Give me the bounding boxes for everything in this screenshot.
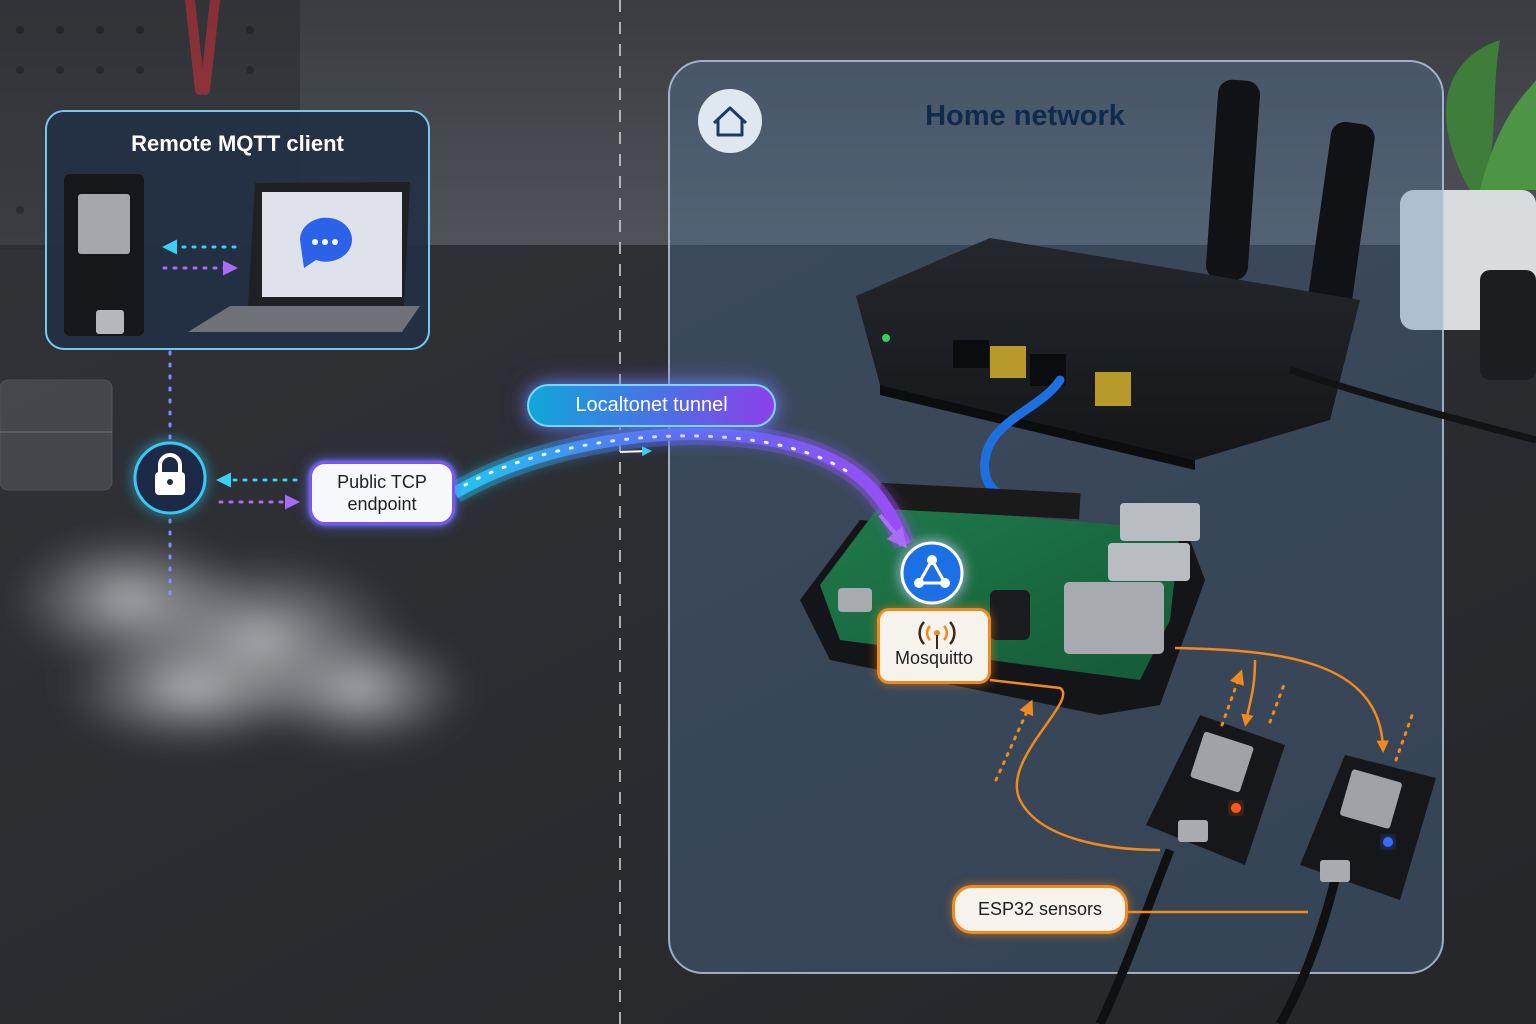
network-hub-icon bbox=[900, 541, 964, 605]
router-power-cable bbox=[1288, 366, 1536, 444]
chat-bubble-icon bbox=[299, 217, 352, 268]
esp32-sensors-label: ESP32 sensors bbox=[952, 885, 1128, 934]
wifi-router bbox=[856, 79, 1375, 470]
mosquitto-broker-box: Mosquitto bbox=[877, 608, 991, 684]
usb-cable-2 bbox=[1276, 878, 1340, 1024]
mosquitto-label: Mosquitto bbox=[894, 648, 974, 668]
remote-esp32-board bbox=[64, 174, 144, 336]
tunnel-arc bbox=[449, 423, 916, 550]
cloud bbox=[10, 530, 470, 750]
public-tcp-endpoint-label: Public TCP endpoint bbox=[309, 461, 455, 525]
local-links bbox=[989, 646, 1389, 914]
remote-client-title: Remote MQTT client bbox=[131, 131, 344, 156]
esp32-board-2 bbox=[1300, 755, 1436, 900]
house-icon bbox=[698, 89, 762, 153]
broadcast-antenna-icon bbox=[918, 621, 956, 649]
esp32-board-1 bbox=[1146, 715, 1285, 865]
endpoint-arrows bbox=[216, 472, 300, 510]
speaker bbox=[1480, 270, 1536, 380]
padlock-icon bbox=[133, 441, 207, 515]
remote-local-arrows bbox=[162, 239, 238, 276]
usb-cable-1 bbox=[1095, 848, 1175, 1024]
tunnel-label: Localtonet tunnel bbox=[527, 384, 776, 427]
home-network-title: Home network bbox=[925, 99, 1125, 132]
parts-box bbox=[0, 379, 113, 491]
uplink-dots bbox=[994, 669, 1416, 782]
